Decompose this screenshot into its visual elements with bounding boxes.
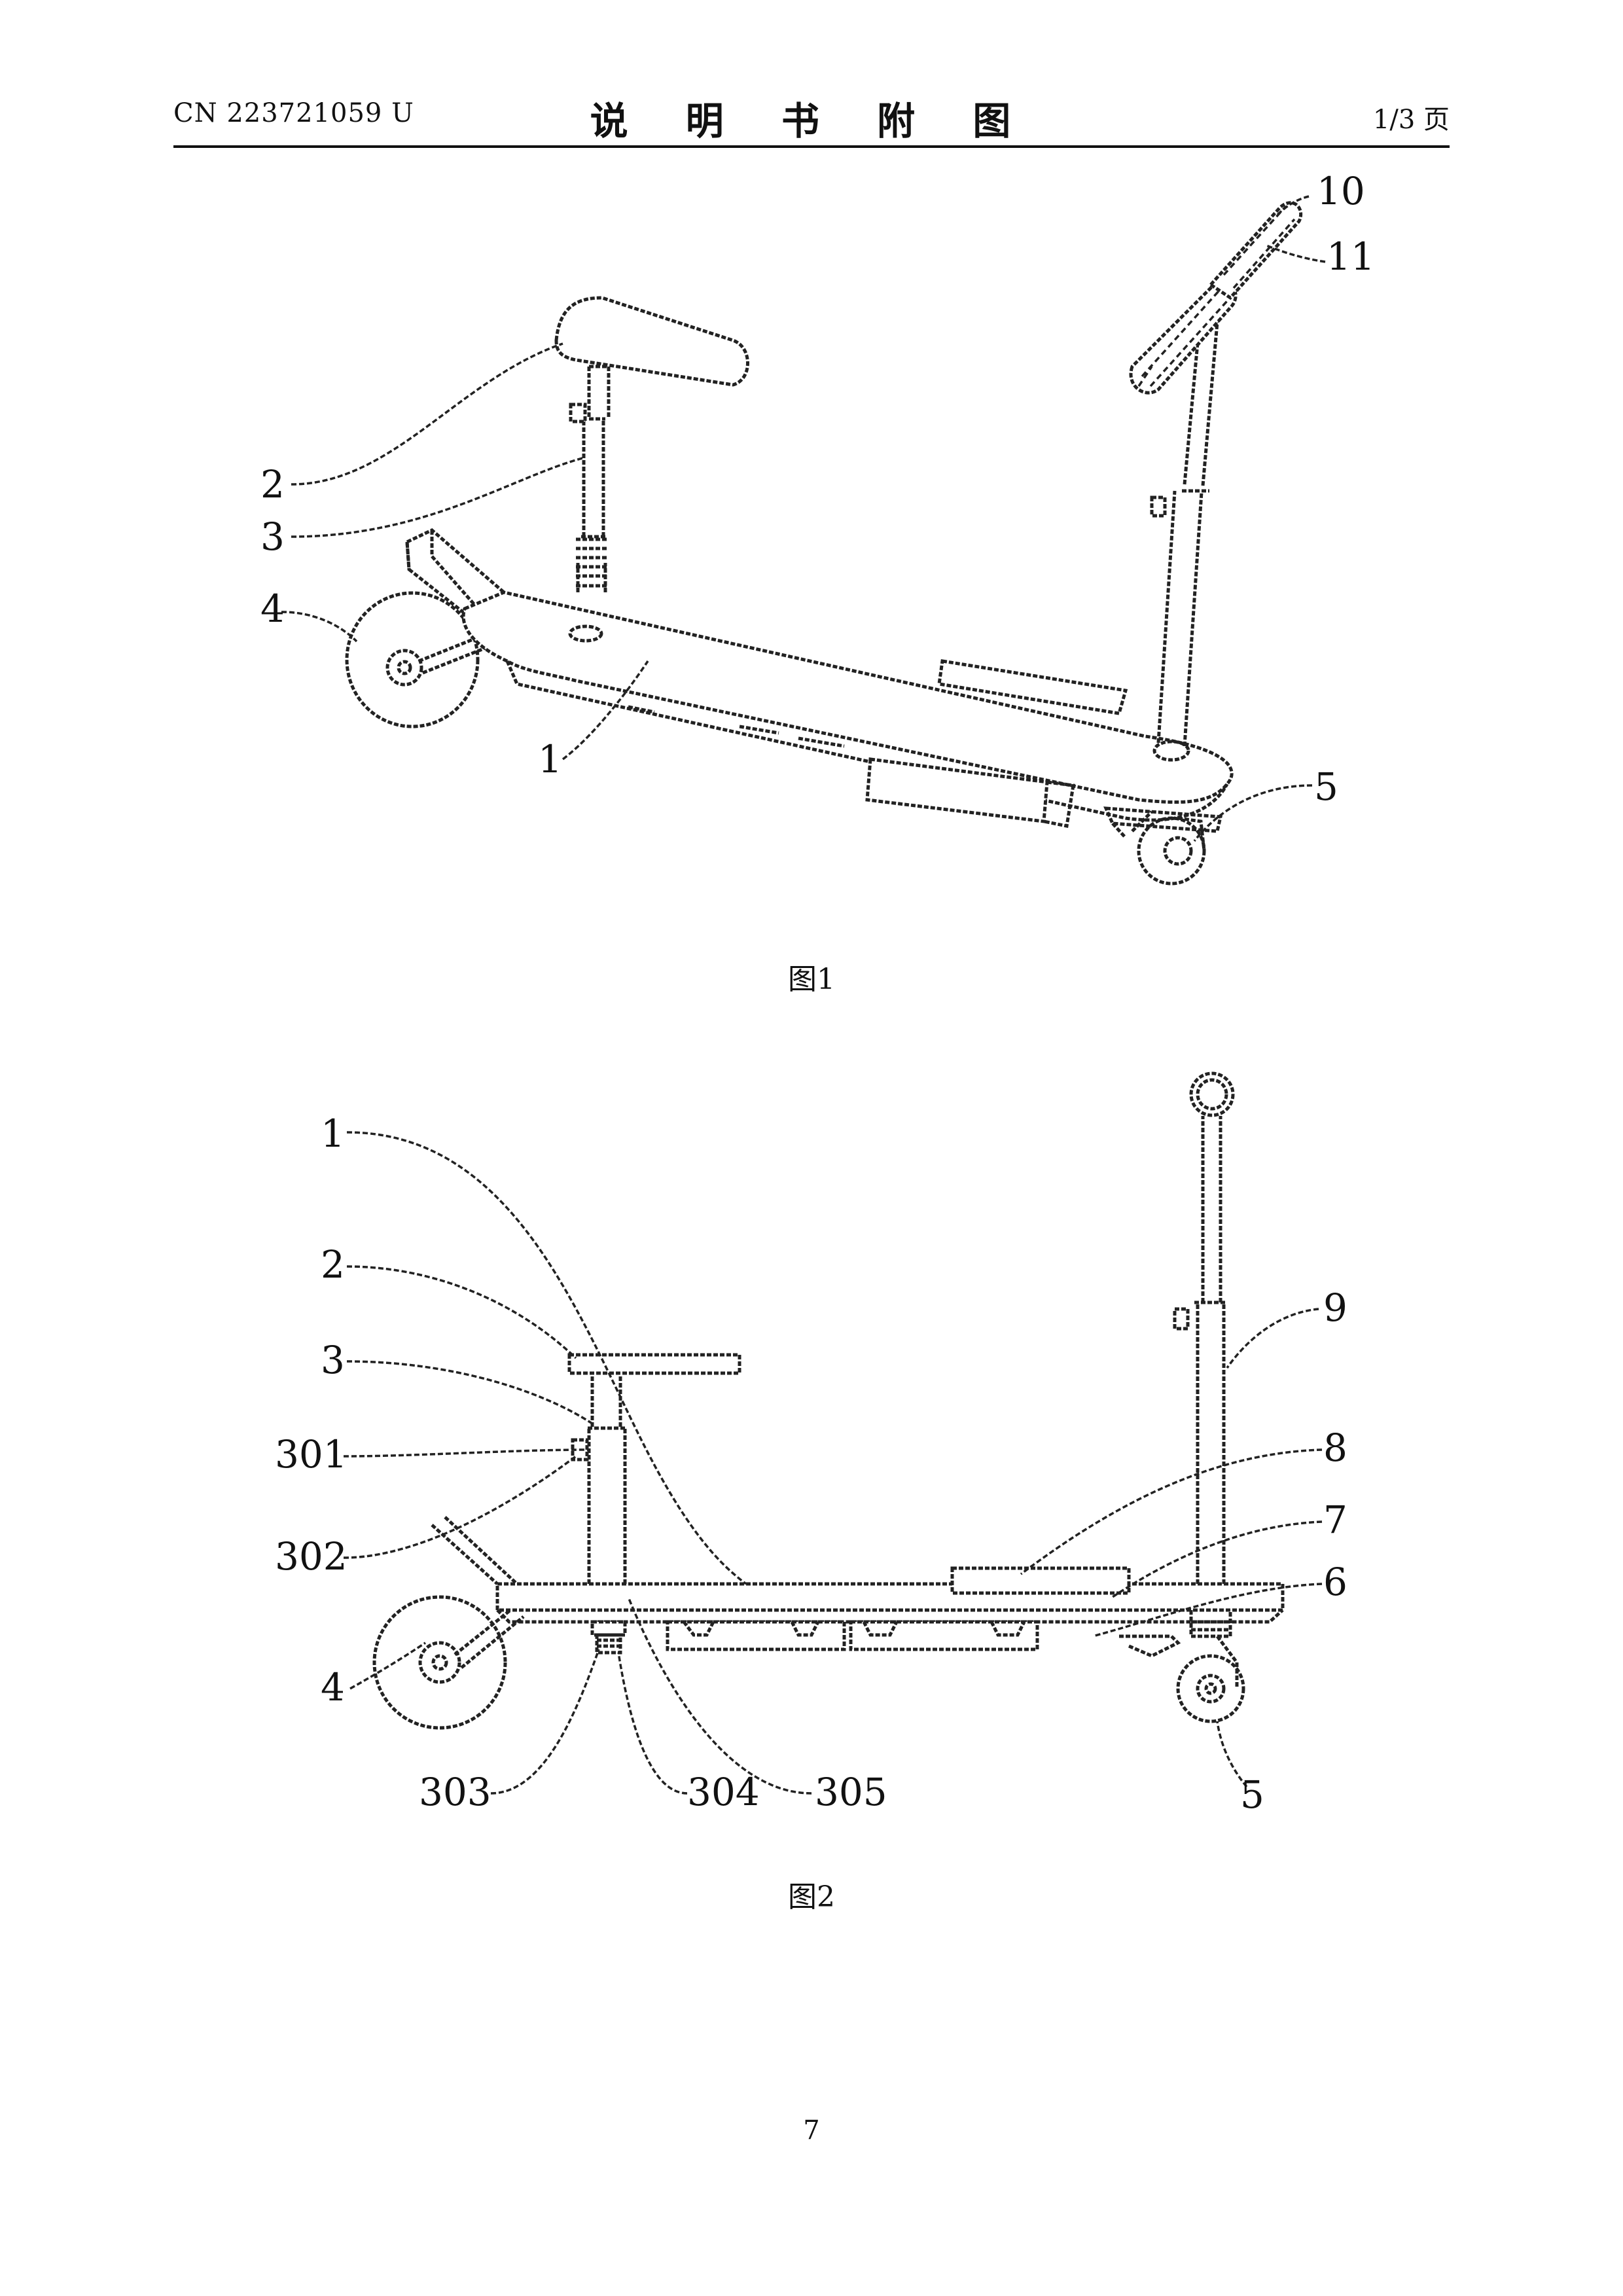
fig1-label-1: 1 <box>538 737 562 781</box>
fig1-front-hub <box>1165 838 1191 864</box>
fig2-label-9: 9 <box>1323 1285 1347 1330</box>
fig1-leader-4 <box>281 612 357 641</box>
fig2-front-hub <box>1198 1676 1224 1702</box>
fig2-label-302: 302 <box>275 1534 348 1579</box>
fig2-leader-302 <box>344 1456 576 1558</box>
fig2-label-5: 5 <box>1240 1772 1264 1817</box>
fig2-label-305: 305 <box>815 1770 887 1814</box>
fig2-rear-axle <box>433 1656 446 1669</box>
fig2-leader-301 <box>344 1450 589 1456</box>
fig2-pedal <box>952 1568 1129 1593</box>
fig2-label-1: 1 <box>321 1111 345 1156</box>
fig1-rear-hub <box>387 651 421 685</box>
fig1-post-spring <box>576 539 607 586</box>
fig2-leader-303 <box>491 1649 599 1793</box>
fig1-label-11: 11 <box>1327 234 1375 279</box>
fig1-label-2: 2 <box>260 462 285 507</box>
fig1-right-grip <box>1211 203 1301 298</box>
fig2-label-303: 303 <box>419 1770 491 1814</box>
fig1-label-4: 4 <box>260 586 285 631</box>
fig1-leader-2 <box>291 344 563 484</box>
fig2-label-6: 6 <box>1323 1560 1347 1604</box>
fig2-leader-9 <box>1227 1309 1319 1368</box>
fig1-front-knob <box>1152 497 1165 516</box>
fig2-deck <box>497 1584 1283 1610</box>
figure1-drawing <box>347 203 1301 884</box>
fig2-label-304: 304 <box>687 1770 760 1814</box>
fig1-label-5: 5 <box>1314 764 1338 809</box>
fig1-seat-post <box>584 419 603 537</box>
fig2-front-upper-tube <box>1203 1116 1221 1302</box>
fig2-leader-8 <box>1021 1450 1322 1574</box>
fig2-label-2: 2 <box>321 1242 345 1287</box>
fig2-label-8: 8 <box>1323 1426 1347 1470</box>
fig2-seat-inner <box>592 1374 620 1427</box>
fig1-brake <box>1113 812 1152 838</box>
fig1-rear-axle <box>399 662 410 673</box>
fig2-front-wheel <box>1178 1656 1243 1721</box>
fig1-label-3: 3 <box>260 514 285 559</box>
fig2-brake <box>1119 1636 1178 1656</box>
fig2-spring-top <box>592 1622 625 1635</box>
figure2-leaders <box>344 1132 1322 1793</box>
fig1-upper-post <box>589 367 609 419</box>
figure2-drawing <box>374 1073 1283 1728</box>
fig1-front-wheel <box>1139 818 1204 884</box>
fig1-rear-wheel <box>347 593 478 726</box>
fig1-leader-3 <box>291 458 582 537</box>
fig2-seat-tube <box>589 1427 625 1584</box>
fig2-label-3: 3 <box>321 1338 345 1382</box>
fig2-rear-strut <box>432 1517 517 1584</box>
figure2-caption: 图2 <box>0 1873 1623 1915</box>
fig2-label-4: 4 <box>321 1665 345 1710</box>
figure1-caption: 图1 <box>0 956 1623 997</box>
fig1-label-10: 10 <box>1317 169 1365 213</box>
fig2-front-knob <box>1175 1309 1188 1329</box>
page-number: 7 <box>0 2115 1623 2145</box>
figure2-labels: 1 2 3 301 302 4 303 304 305 9 8 7 6 5 <box>275 1111 1347 1817</box>
fig2-spring <box>597 1635 620 1653</box>
fig2-leader-4 <box>350 1643 425 1689</box>
fig2-handle-ring-inner <box>1198 1080 1226 1109</box>
fig1-front-lower-tube <box>1158 491 1202 746</box>
fig1-seat-knob <box>571 404 585 422</box>
fig1-leader-11 <box>1266 245 1325 262</box>
fig2-seat <box>569 1355 740 1373</box>
fig2-label-301: 301 <box>275 1432 348 1477</box>
fig1-seat <box>556 298 748 385</box>
fig2-leader-3 <box>347 1361 592 1424</box>
fig2-leader-2 <box>347 1266 576 1358</box>
fig2-rear-hub <box>420 1643 459 1682</box>
fig2-front-axle <box>1206 1684 1215 1693</box>
fig2-label-7: 7 <box>1323 1498 1347 1542</box>
fig2-leader-304 <box>618 1653 687 1793</box>
